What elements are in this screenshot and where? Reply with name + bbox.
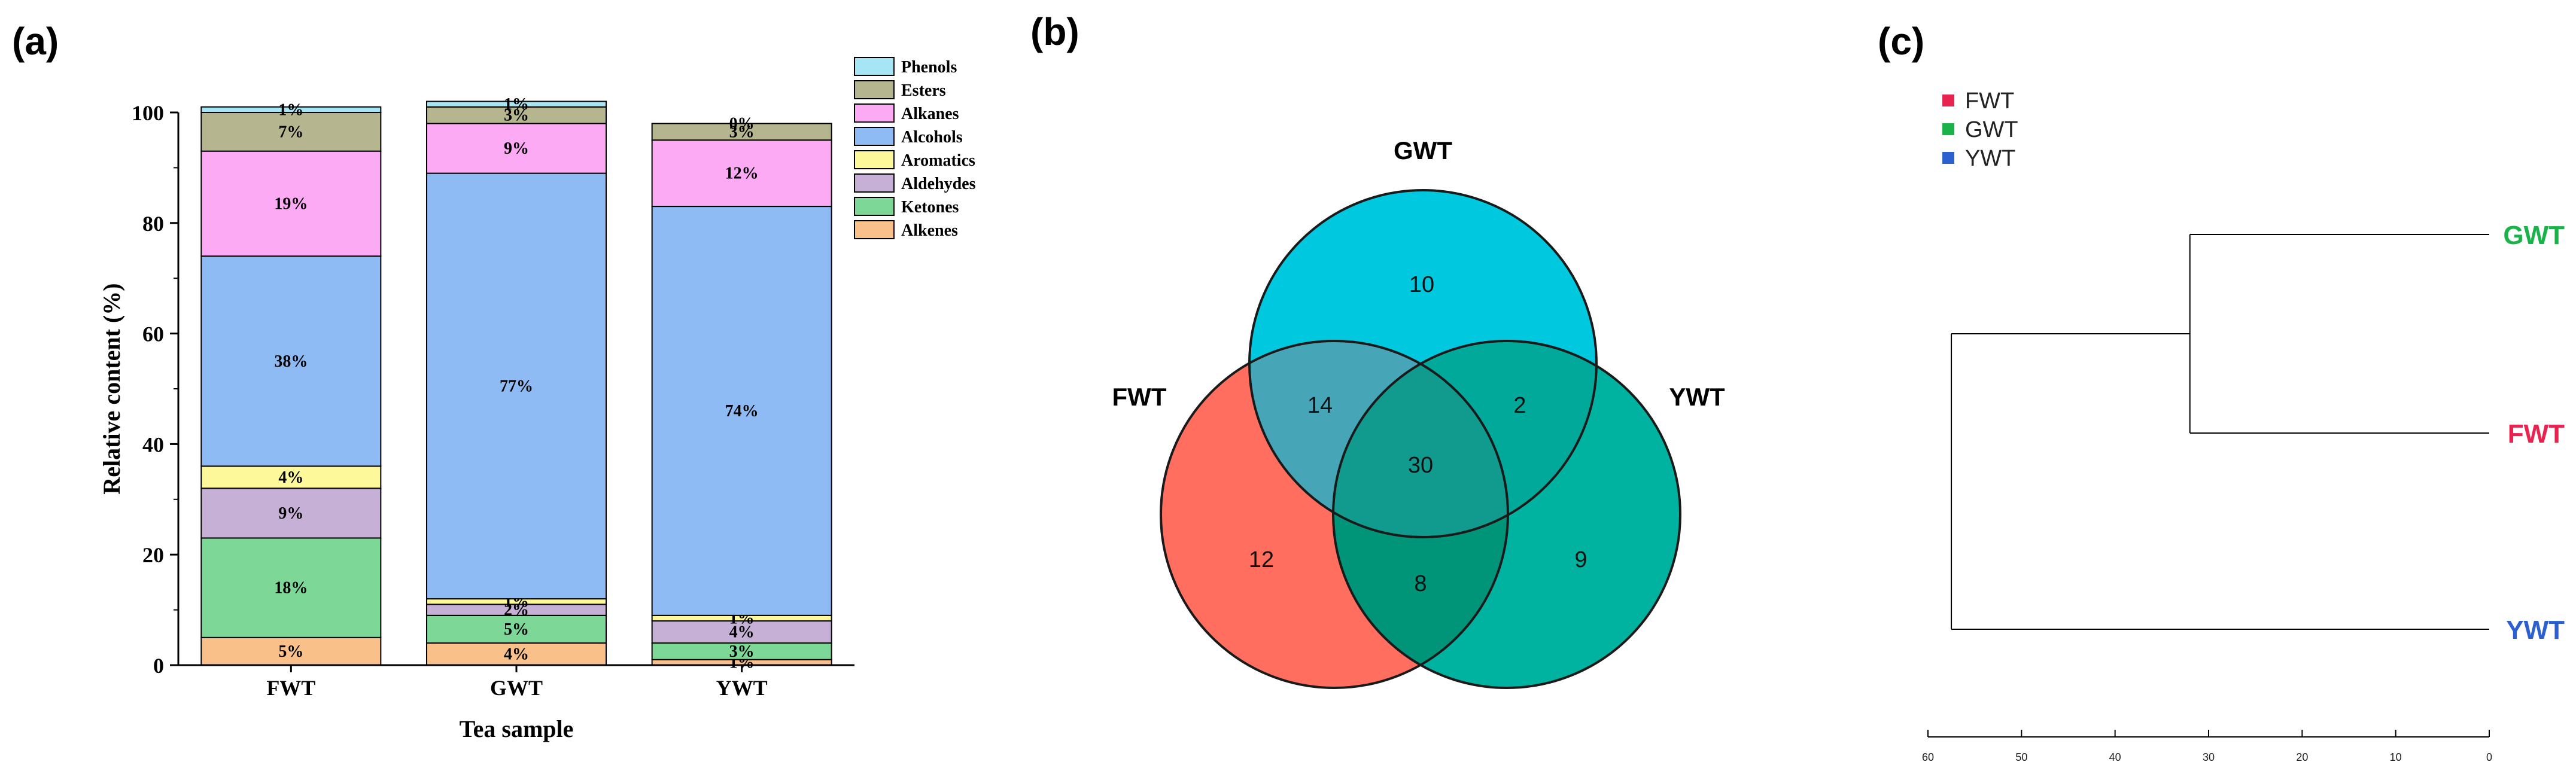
- bar-data-label: 0%: [729, 114, 755, 133]
- legend-label-esters: Esters: [901, 81, 946, 100]
- legend-swatch-phenols: [854, 57, 895, 76]
- bar-segment-aldehydes-fwt: [200, 487, 382, 539]
- dendro-x-tick-label: 0: [2486, 751, 2492, 763]
- bar-data-label: 9%: [504, 139, 529, 158]
- y-tick-label: 20: [142, 543, 164, 567]
- legend-swatch-aldehydes: [854, 173, 895, 193]
- dendro-x-tick-label: 30: [2203, 751, 2215, 763]
- x-tick-label: YWT: [716, 676, 768, 700]
- venn-region-count-fwt-gwt-ywt: 30: [1408, 453, 1433, 478]
- bar-data-label: 38%: [274, 352, 308, 371]
- legend-label-ywt: YWT: [1965, 146, 2015, 171]
- bar-segment-alcohols-fwt: [200, 255, 382, 467]
- legend-label-alkenes: Alkenes: [901, 221, 958, 240]
- venn-diagram: GWT FWT YWT 10 12 9 14 2 8 30: [1112, 136, 1725, 689]
- legend-label-gwt: GWT: [1965, 117, 2018, 142]
- bar-segment-alkanes-gwt: [426, 123, 607, 174]
- legend-label-phenols: Phenols: [901, 58, 957, 77]
- legend-swatch-esters: [854, 80, 895, 99]
- y-tick-label: 60: [142, 322, 164, 346]
- bar-data-label: 7%: [278, 123, 303, 141]
- y-tick-label: 80: [142, 212, 164, 236]
- dendrogram: FWT GWT YWT GWT FWT YWT 60 50 40 30 20 10 0: [1922, 89, 2565, 763]
- bar-data-label: 3%: [504, 106, 529, 125]
- bar-segment-alkanes-fwt: [200, 150, 382, 257]
- bar-data-label: 3%: [729, 642, 755, 661]
- legend-label-alcohols: Alcohols: [901, 128, 963, 147]
- venn-outline-gwt: [1248, 189, 1598, 538]
- bar-data-label: 4%: [729, 623, 755, 642]
- leaf-label-fwt: FWT: [2508, 419, 2565, 449]
- bar-segment-phenols-gwt: [426, 100, 607, 108]
- legend-label-ketones: Ketones: [901, 198, 959, 217]
- venn-set-label-ywt: YWT: [1669, 383, 1725, 411]
- bar-data-label: 74%: [725, 402, 759, 420]
- legend-label-aromatics: Aromatics: [901, 151, 975, 170]
- venn-set-label-fwt: FWT: [1112, 383, 1167, 411]
- legend-swatch-alkenes: [854, 220, 895, 239]
- leaf-label-ywt: YWT: [2506, 615, 2565, 645]
- bar-segment-alkanes-ywt: [651, 139, 832, 208]
- venn-region-count-fwt-gwt: 14: [1307, 393, 1333, 418]
- legend-swatch-fwt: [1942, 95, 1954, 106]
- bar-data-label: 4%: [278, 468, 303, 487]
- bar-segment-aldehydes-ywt: [651, 620, 832, 644]
- bar-segment-ketones-fwt: [200, 537, 382, 638]
- legend-swatch-alcohols: [854, 127, 895, 146]
- bar-data-label: 3%: [729, 123, 755, 141]
- panel-label-c: (c): [1878, 20, 1925, 63]
- dendro-x-tick-label: 10: [2390, 751, 2402, 763]
- x-tick-label: FWT: [266, 676, 315, 700]
- bar-segment-esters-ywt: [651, 123, 832, 141]
- legend-swatch-alkanes: [854, 103, 895, 123]
- legend-label-fwt: FWT: [1965, 89, 2014, 114]
- bar-data-label: 5%: [278, 642, 303, 661]
- bar-data-label: 18%: [274, 579, 308, 598]
- venn-set-label-gwt: GWT: [1394, 136, 1452, 164]
- bar-data-label: 19%: [274, 194, 308, 213]
- legend-swatch-ketones: [854, 197, 895, 216]
- bar-data-label: 5%: [504, 620, 529, 639]
- venn-region-count-gwt-ywt: 2: [1513, 393, 1526, 418]
- x-axis-label: Tea sample: [460, 715, 574, 742]
- bar-segment-ketones-gwt: [426, 614, 607, 644]
- panel-label-b: (b): [1030, 10, 1079, 53]
- legend-swatch-gwt: [1942, 123, 1954, 135]
- bar-data-label: 9%: [278, 504, 303, 523]
- leaf-label-gwt: GWT: [2503, 221, 2565, 250]
- venn-region-count-fwt: 12: [1249, 547, 1274, 572]
- dendro-x-tick-label: 40: [2109, 751, 2121, 763]
- x-tick-label: GWT: [490, 676, 543, 700]
- bar-segment-esters-gwt: [426, 106, 607, 124]
- panel-label-a: (a): [12, 20, 59, 63]
- venn-region-count-ywt: 9: [1574, 547, 1587, 572]
- bar-segment-ketones-ywt: [651, 642, 832, 660]
- bar-segment-aromatics-fwt: [200, 465, 382, 489]
- venn-outline-ywt: [1332, 340, 1681, 689]
- bar-data-label: 4%: [504, 645, 529, 664]
- legend-swatch-ywt: [1942, 152, 1954, 164]
- dendro-x-tick-label: 50: [2015, 751, 2027, 763]
- y-axis-label: Relative content (%): [98, 283, 125, 494]
- bar-segment-phenols-fwt: [200, 106, 382, 113]
- y-tick-label: 0: [153, 654, 164, 678]
- venn-region-count-gwt: 10: [1409, 272, 1434, 297]
- legend-label-aldehydes: Aldehydes: [901, 175, 976, 193]
- y-tick-label: 100: [132, 101, 164, 125]
- dendro-x-tick-label: 60: [1922, 751, 1934, 763]
- stacked-bar-chart: 5%18%9%4%38%19%7%1%FWT4%5%2%1%77%9%3%1%G…: [98, 57, 976, 742]
- legend-swatch-aromatics: [854, 150, 895, 169]
- bar-segment-alcohols-gwt: [426, 172, 607, 600]
- bar-data-label: 1%: [504, 95, 529, 114]
- y-tick-label: 40: [142, 432, 164, 456]
- venn-region-count-fwt-ywt: 8: [1414, 571, 1427, 596]
- dendro-x-tick-label: 20: [2296, 751, 2308, 763]
- bar-data-label: 1%: [278, 100, 303, 119]
- bar-segment-alcohols-ywt: [651, 206, 832, 616]
- bar-data-label: 77%: [500, 377, 533, 395]
- bar-data-label: 12%: [725, 164, 759, 183]
- legend-label-alkanes: Alkanes: [901, 105, 959, 123]
